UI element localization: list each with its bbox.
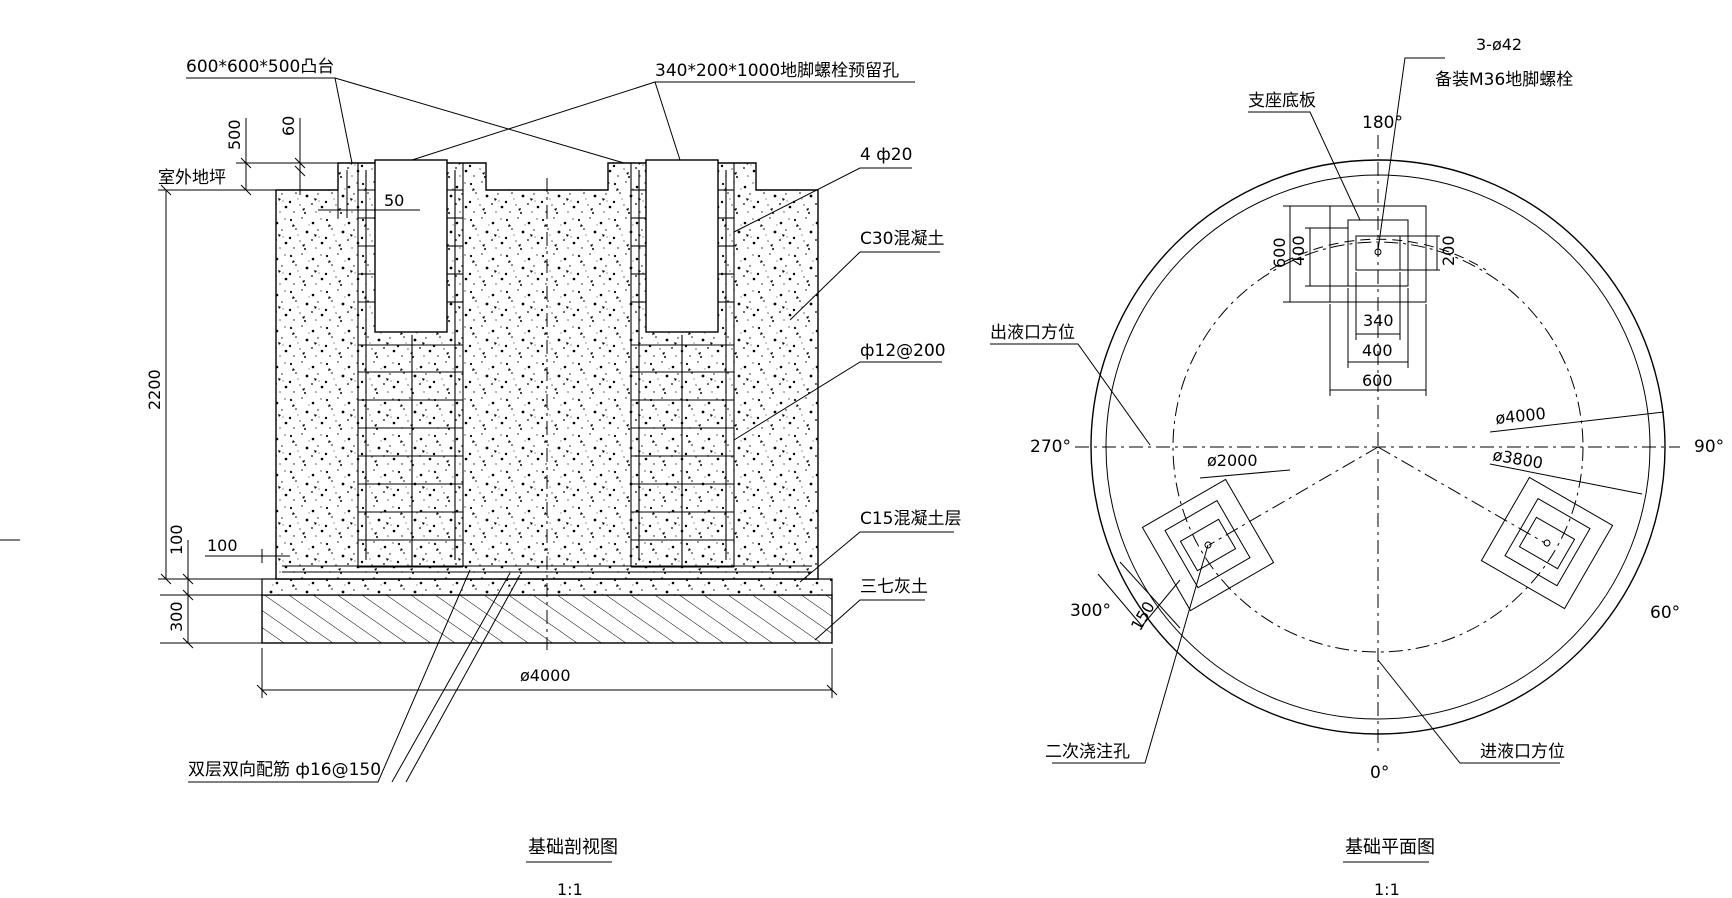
angle-300: 300° [1070, 601, 1111, 621]
angle-90: 90° [1694, 437, 1724, 457]
support-top-plate [1347, 219, 1409, 287]
arc-top [1269, 238, 1487, 271]
leader-lime [814, 599, 925, 641]
leader-outlet [990, 343, 1151, 446]
support-top-outer [1329, 205, 1427, 303]
section-title: 基础剖视图 [528, 837, 618, 858]
label-bolt: 备装M36地脚螺栓 [1435, 70, 1573, 90]
leader-rebar [733, 167, 912, 233]
leader-c15 [799, 531, 954, 583]
angle-270: 270° [1030, 437, 1071, 457]
dim-400-vertical: 400 [1289, 235, 1308, 266]
dim-500: 500 [225, 119, 244, 150]
leader-plate [1248, 111, 1361, 221]
section-scale: 1:1 [557, 880, 583, 898]
dim-50: 50 [384, 191, 404, 210]
angle-180: 180° [1362, 113, 1403, 133]
section-view: 600*600*500凸台 340*200*1000地脚螺栓预留孔 室外地坪 4… [0, 57, 962, 898]
plan-title: 基础平面图 [1345, 837, 1435, 858]
dim-100-horizontal: 100 [207, 536, 238, 555]
leader-d2000 [1199, 469, 1291, 479]
dim-300: 300 [167, 601, 186, 632]
rebar-cage-left [357, 163, 464, 568]
support-top-hole [1355, 235, 1401, 271]
label-outlet: 出液口方位 [990, 323, 1075, 343]
bolt-hole-left [374, 159, 448, 333]
dim-200-vertical: 200 [1439, 235, 1458, 266]
leader-inlet [1377, 659, 1560, 764]
leader-hole-2 [411, 81, 656, 161]
dim-100-vertical: 100 [167, 524, 186, 555]
label-c15: C15混凝土层 [860, 509, 962, 529]
leader-mesh [188, 569, 471, 783]
label-holes: 3-ø42 [1476, 35, 1522, 54]
dim-2200: 2200 [145, 369, 164, 410]
support-300 [1141, 478, 1275, 612]
dim-d3800: ø3800 [1491, 445, 1544, 472]
leader-d4000 [1489, 411, 1665, 433]
dim-d4000-plan: ø4000 [1494, 404, 1546, 428]
label-c30: C30混凝土 [860, 229, 945, 249]
leader-grout [1052, 544, 1209, 764]
label-bolt-hole: 340*200*1000地脚螺栓预留孔 [655, 61, 899, 81]
label-ground: 室外地坪 [158, 168, 226, 188]
dim-dia-4000-section: ø4000 [520, 666, 571, 685]
leader-boss-2 [334, 77, 625, 164]
leader-c30 [789, 251, 940, 321]
leader-bolt [1377, 57, 1445, 251]
label-stirrup: ф12@200 [860, 341, 946, 361]
label-rebar-top: 4 ф20 [860, 145, 912, 165]
dim-600-horizontal: 600 [1362, 371, 1393, 390]
label-grout: 二次浇注孔 [1045, 742, 1130, 762]
axis-300 [1208, 446, 1379, 546]
label-inlet: 进液口方位 [1480, 742, 1565, 762]
rebar-cage-right [630, 163, 735, 568]
support-60 [1480, 476, 1614, 610]
plan-view: 3-ø42 备装M36地脚螺栓 支座底板 出液口方位 进液口方位 二次浇注孔 1… [990, 35, 1724, 898]
dim-150: 150 [1127, 598, 1159, 634]
leader-mesh-2 [391, 572, 511, 783]
leader-mesh-3 [405, 574, 521, 783]
dim-400-horizontal: 400 [1362, 341, 1393, 360]
angle-0: 0° [1370, 763, 1389, 783]
angle-60: 60° [1650, 603, 1680, 623]
label-support-plate: 支座底板 [1248, 91, 1316, 111]
label-bottom-mesh: 双层双向配筋 ф16@150 [188, 760, 381, 780]
dim-600-vertical: 600 [1270, 237, 1289, 268]
plan-scale: 1:1 [1374, 880, 1400, 898]
label-boss: 600*600*500凸台 [186, 57, 334, 77]
dim-d2000: ø2000 [1207, 451, 1258, 470]
bolt-hole-right [645, 159, 719, 333]
leader-boss [186, 77, 353, 164]
label-lime-soil: 三七灰土 [860, 577, 928, 597]
dim-60: 60 [279, 116, 298, 136]
axis-60 [1377, 446, 1546, 544]
dim-340: 340 [1363, 311, 1394, 330]
leader-d3800 [1489, 463, 1643, 495]
leader-stirrup [733, 361, 942, 441]
